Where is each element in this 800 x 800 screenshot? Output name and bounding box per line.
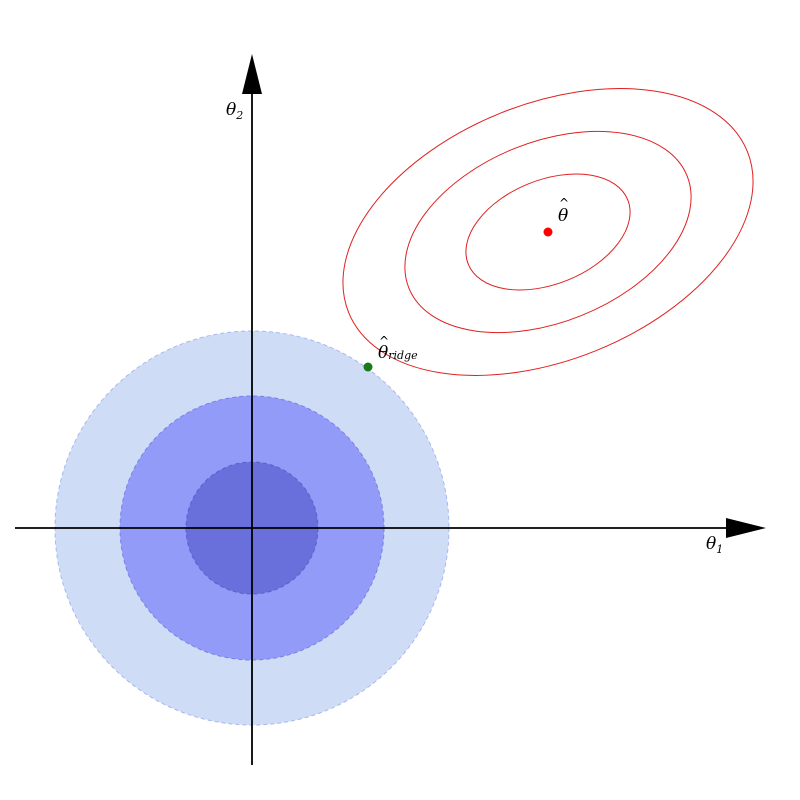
axes — [15, 54, 766, 765]
ridge-solution-label: θridge — [378, 343, 418, 363]
optimum-hat: ^ — [559, 196, 569, 210]
ridge-solution-point — [363, 362, 373, 372]
optimum-point — [543, 227, 553, 237]
x-axis-label: θ1 — [706, 534, 723, 556]
loss-contour-middle — [404, 130, 692, 334]
optimum-label: θ — [558, 206, 568, 226]
loss-contours — [342, 88, 754, 376]
x-axis-arrowhead — [726, 518, 766, 538]
y-axis-arrowhead — [242, 54, 262, 94]
loss-contour-inner — [465, 173, 631, 291]
y-axis-label: θ2 — [226, 100, 243, 122]
loss-contour-outer — [342, 88, 754, 376]
ridge-solution-hat: ^ — [379, 334, 389, 348]
